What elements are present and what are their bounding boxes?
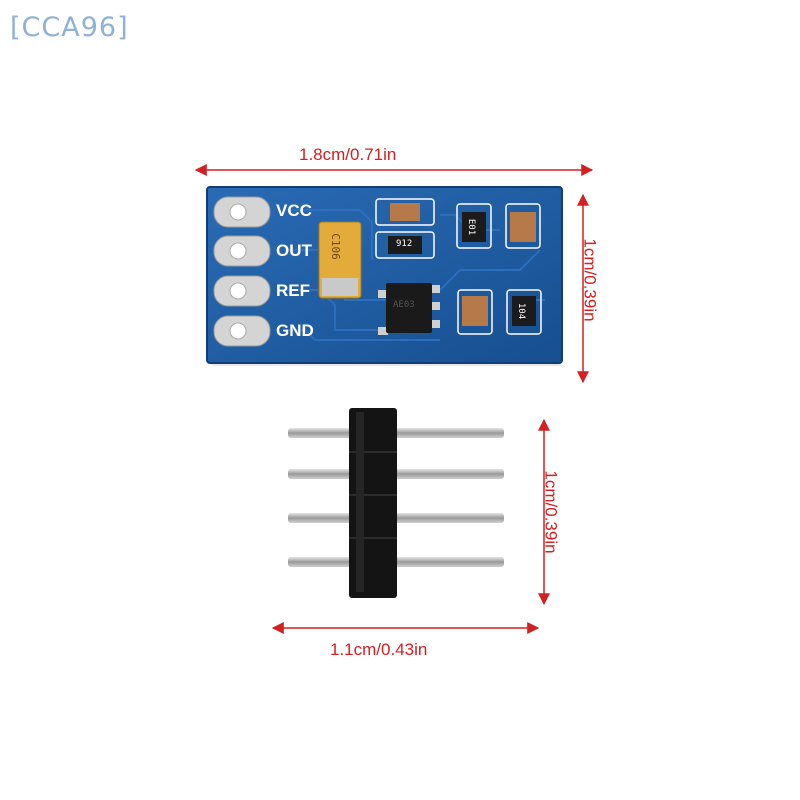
board-width-label: 1.8cm/0.71in bbox=[299, 145, 397, 164]
header-height-label: 1cm/0.39in bbox=[541, 470, 561, 554]
resistor-marking-2: E01 bbox=[466, 218, 477, 236]
sot-ic-chip bbox=[378, 283, 440, 335]
watermark-text: [CCA96] bbox=[10, 12, 129, 43]
pin-label-out: OUT bbox=[276, 241, 312, 260]
ic-marking: AE03 bbox=[393, 300, 415, 310]
pin-label-ref: REF bbox=[276, 281, 310, 300]
pin-header bbox=[288, 408, 504, 598]
header-width-label: 1.1cm/0.43in bbox=[330, 640, 428, 659]
header-plastic-body bbox=[349, 408, 397, 598]
pin-label-vcc: VCC bbox=[276, 201, 312, 220]
tantalum-capacitor bbox=[318, 221, 362, 299]
pin-label-gnd: GND bbox=[276, 321, 314, 340]
pin-pads bbox=[213, 196, 271, 347]
resistor-marking-1: 912 bbox=[396, 239, 413, 249]
capacitor-marking: C106 bbox=[328, 233, 342, 260]
board-height-label: 1cm/0.39in bbox=[580, 238, 600, 322]
smd-components bbox=[375, 198, 542, 335]
resistor-marking-3: 104 bbox=[516, 302, 527, 320]
sensor-pcb-board bbox=[206, 186, 563, 366]
